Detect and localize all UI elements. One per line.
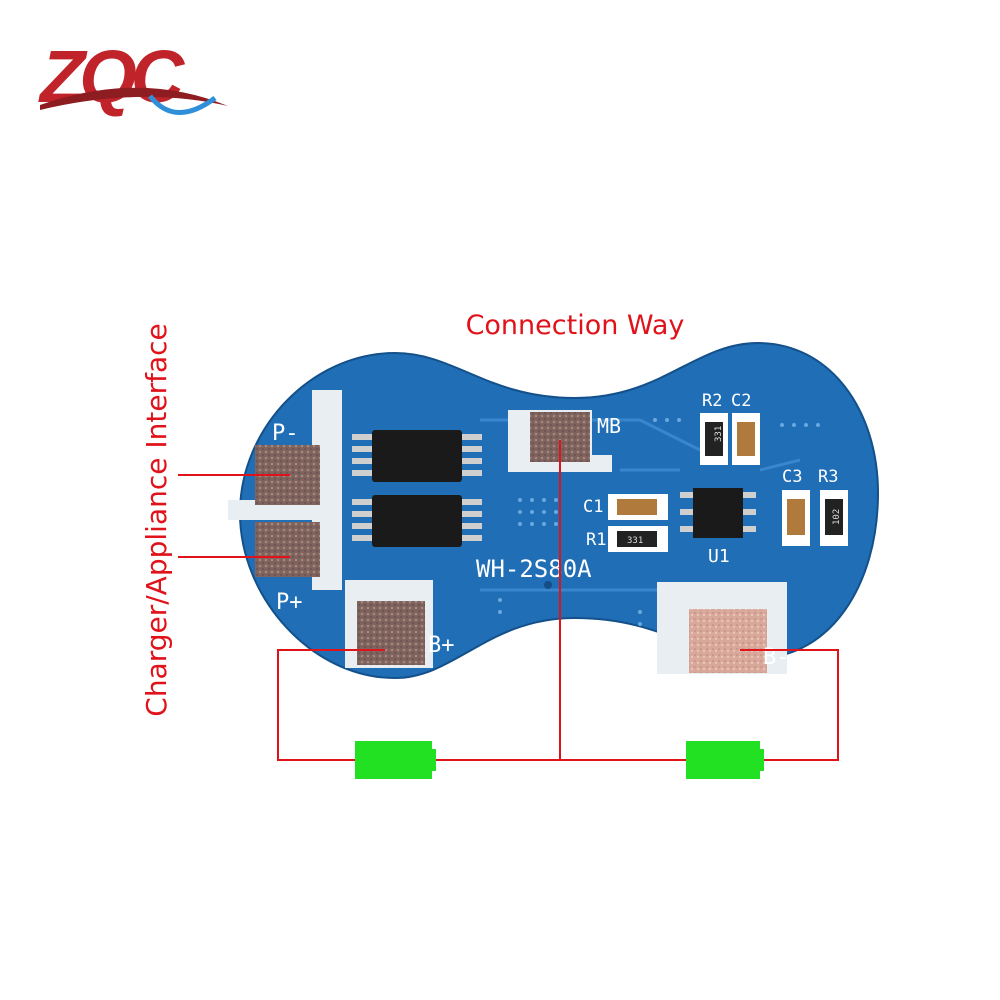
logo-swoosh	[40, 87, 228, 110]
p-plus-label: P+	[276, 590, 303, 615]
r2-code: 331	[714, 426, 724, 442]
r2-resistor: 331	[700, 413, 728, 465]
battery-1	[355, 741, 436, 779]
board-model-label: WH-2S80A	[476, 555, 592, 583]
wiring	[178, 440, 839, 761]
side-label: Charger/Appliance Interface	[140, 323, 173, 716]
c1-capacitor	[608, 494, 668, 520]
pcb-vias	[498, 418, 820, 626]
c2-capacitor	[732, 413, 760, 465]
c1-label: C1	[583, 497, 603, 517]
p-minus-label: P-	[272, 421, 299, 446]
mb-label: MB	[597, 414, 621, 438]
battery-2	[686, 741, 764, 779]
logo-swoosh-blue	[148, 94, 217, 115]
mosfet-2	[352, 495, 482, 547]
r1-code: 331	[627, 536, 643, 546]
zqc-logo: ZQC	[38, 35, 228, 118]
u1-label: U1	[708, 546, 730, 567]
b-plus-label: B+	[428, 633, 455, 658]
r1-label: R1	[586, 530, 606, 550]
p-plus-pad	[255, 522, 320, 577]
diagram-title: Connection Way	[466, 310, 685, 341]
r2-label: R2	[702, 391, 722, 411]
r3-code: 102	[832, 509, 842, 525]
c3-capacitor	[782, 490, 810, 546]
b-plus-wire	[277, 649, 385, 761]
b-plus-pad	[357, 601, 425, 665]
mosfet-1	[352, 430, 482, 482]
r1-resistor: 331	[608, 526, 668, 552]
c2-label: C2	[731, 391, 751, 411]
u1-ic	[680, 488, 756, 538]
b-minus-label: B-	[763, 645, 790, 670]
b-minus-pad	[689, 609, 767, 673]
b-minus-wire	[740, 649, 839, 761]
r3-resistor: 102	[820, 490, 848, 546]
c3-label: C3	[782, 467, 802, 487]
r3-label: R3	[818, 467, 838, 487]
